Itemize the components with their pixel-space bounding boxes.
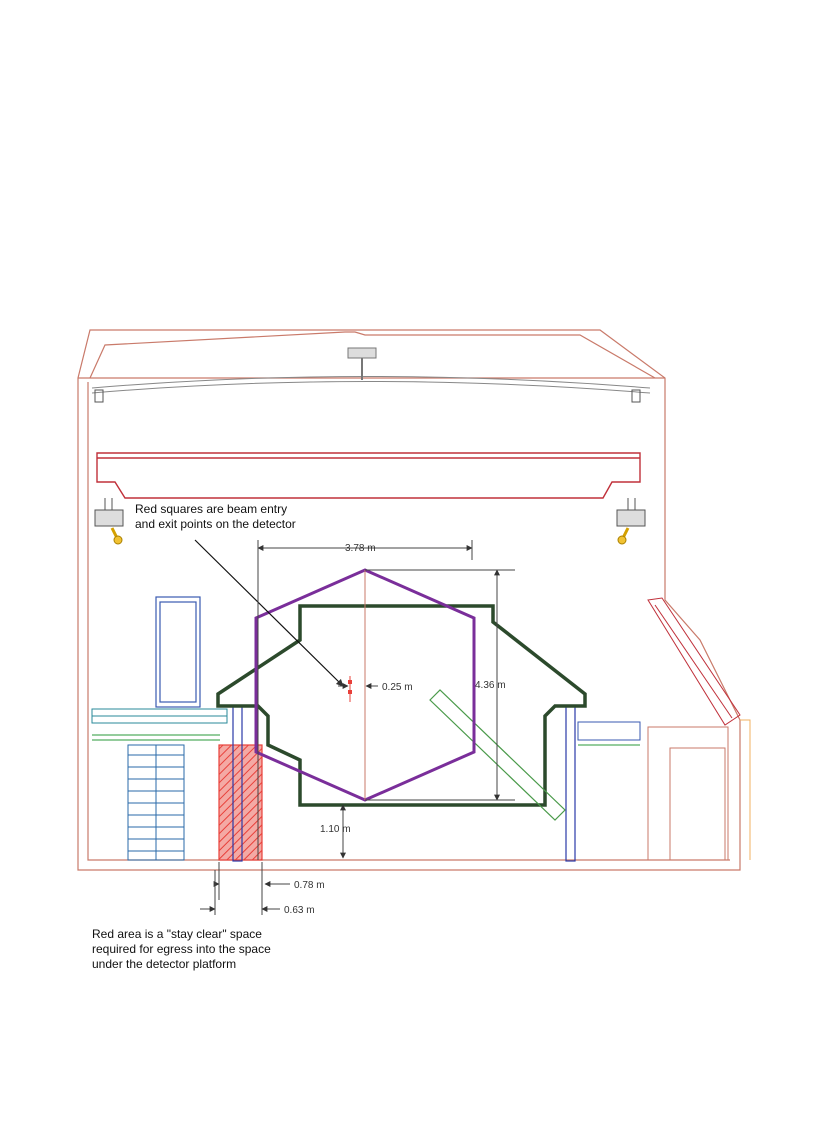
beam-note-line-2: and exit points on the detector (135, 517, 296, 531)
dimension-lines (200, 540, 515, 915)
dimension-stay-clear-width-label: 0.78 m (294, 880, 325, 891)
right-structure (577, 597, 751, 861)
building-outline (77, 329, 741, 871)
left-platform (91, 708, 228, 741)
dimension-stay-clear-inner-label: 0.63 m (284, 905, 315, 916)
stay-clear-area (218, 744, 263, 861)
crane-trolley-right (616, 498, 646, 545)
tilted-module (429, 689, 566, 821)
crane-rail (91, 347, 651, 403)
crane-girder (96, 452, 641, 499)
beam-note-leader (194, 539, 344, 687)
support-column-right (565, 705, 576, 862)
stay-clear-note-line-3: under the detector platform (92, 957, 236, 971)
crane-trolley-left (94, 498, 124, 545)
dimension-clearance-label: 1.10 m (320, 824, 351, 835)
stay-clear-note-line-1: Red area is a "stay clear" space (92, 927, 262, 941)
support-frame (216, 604, 587, 807)
dimension-offset-label: 0.25 m (382, 682, 413, 693)
beam-note-line-1: Red squares are beam entry (135, 502, 287, 516)
beam-entry-exit-markers (348, 676, 352, 702)
stairs (127, 744, 185, 861)
stay-clear-note-line-2: required for egress into the space (92, 942, 271, 956)
dimension-height-label: 4.36 m (475, 680, 506, 691)
upper-equipment-rack (155, 596, 201, 708)
dimension-width-label: 3.78 m (345, 543, 376, 554)
